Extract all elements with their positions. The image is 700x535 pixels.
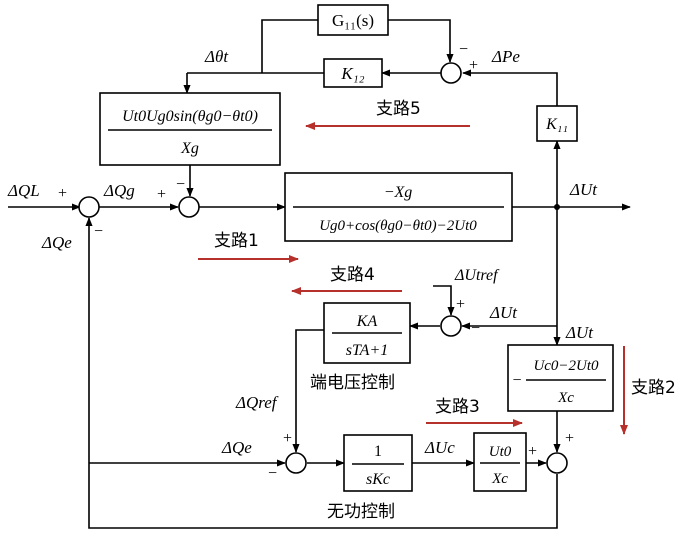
caption-path1: 支路1	[214, 231, 259, 251]
signal-dqg: ΔQg	[103, 181, 135, 200]
signal-dqe-top: ΔQe	[41, 233, 72, 252]
block-k12	[323, 58, 383, 88]
block-avr-numerator: KA	[356, 313, 378, 330]
caption-path3: 支路3	[435, 397, 480, 417]
caption-path5: 支路5	[376, 99, 421, 119]
svg-text:−: −	[268, 465, 277, 482]
block-sin-numerator: Ut0Ug0sin(θg0−θt0)	[122, 108, 258, 125]
caption-avr: 端电压控制	[310, 373, 395, 393]
signal-dut-right: ΔUt	[565, 323, 594, 342]
signal-dut-feedback: ΔUt	[489, 303, 518, 322]
sum-junction-5	[285, 452, 307, 474]
block-main-denominator: Ug0+cos(θg0−θt0)−2Ut0	[319, 218, 477, 234]
svg-text:+: +	[528, 443, 537, 460]
summing-junctions	[78, 62, 568, 474]
block-k11	[536, 105, 578, 142]
svg-text:−: −	[94, 223, 103, 240]
signal-wires	[8, 19, 631, 529]
svg-text:+: +	[58, 185, 67, 202]
block-avr-denominator: sTA+1	[346, 342, 389, 359]
block-uc-numerator: Uc0−2Ut0	[533, 358, 599, 374]
block-ut0-denominator: Xc	[491, 471, 508, 487]
block-main-numerator: −Xg	[384, 184, 413, 201]
svg-text:+: +	[456, 296, 465, 313]
block-uc-gain	[507, 344, 614, 412]
signal-dtheta: Δθt	[204, 47, 229, 66]
signal-dqe-bottom: ΔQe	[221, 438, 252, 457]
block-g11	[317, 4, 389, 36]
block-reactive-numerator: 1	[374, 443, 382, 460]
sum-junction-1	[78, 196, 100, 218]
block-ut0-gain	[473, 432, 527, 492]
svg-text:+: +	[283, 430, 292, 447]
signal-dut-output: ΔUt	[569, 180, 598, 199]
sum-junction-3	[440, 315, 462, 337]
signal-dutref: ΔUtref	[454, 267, 500, 284]
block-k12-label: K₁₂	[340, 64, 364, 83]
signal-dqref: ΔQref	[235, 393, 279, 412]
block-reactive	[343, 434, 413, 492]
junction-dot	[554, 204, 560, 210]
block-sin-gain	[99, 92, 281, 166]
svg-text:−: −	[471, 320, 480, 337]
junction-signs: + − + − − + + − + − + +	[58, 41, 574, 482]
signal-duc: ΔUc	[424, 438, 455, 457]
sum-junction-6	[546, 452, 568, 474]
block-sin-denominator: Xg	[180, 140, 199, 157]
caption-path2: 支路2	[631, 378, 676, 398]
caption-path4: 支路4	[330, 265, 375, 285]
caption-reactive: 无功控制	[327, 502, 395, 522]
signal-dpe: ΔPe	[491, 47, 520, 66]
block-uc-denominator: Xc	[557, 390, 574, 406]
svg-text:+: +	[157, 186, 166, 203]
block-ut0-numerator: Ut0	[489, 444, 512, 460]
block-uc-minus: −	[512, 372, 521, 389]
svg-text:−: −	[459, 41, 468, 58]
block-g11-label: G₁₁(s)	[332, 11, 374, 30]
svg-text:−: −	[176, 176, 185, 193]
svg-text:+: +	[469, 57, 478, 74]
svg-text:+: +	[565, 430, 574, 447]
sum-junction-2	[178, 196, 200, 218]
signal-dql: ΔQL	[7, 181, 40, 200]
block-reactive-denominator: sKc	[366, 471, 390, 488]
sum-junction-4	[440, 62, 462, 84]
block-k11-label: K₁₁	[545, 116, 568, 133]
